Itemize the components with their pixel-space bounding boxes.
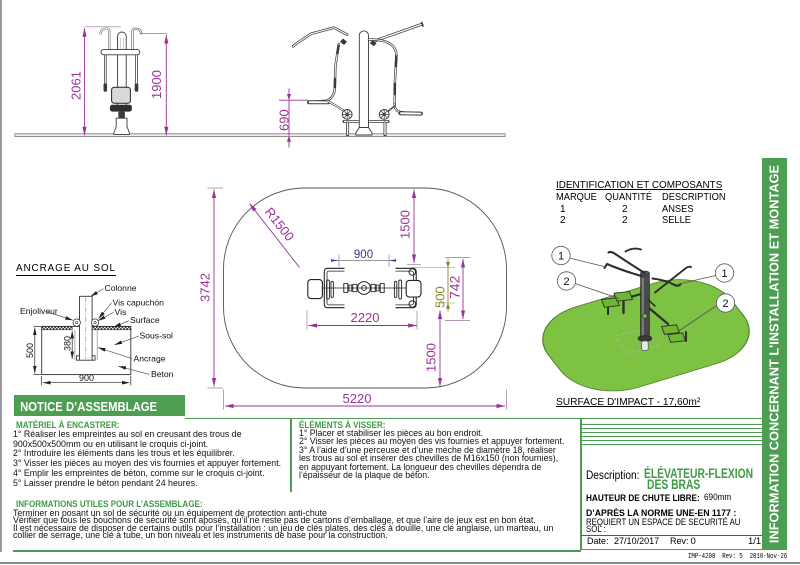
svg-text:500: 500 [25,343,35,358]
svg-text:1500: 1500 [398,210,413,239]
svg-text:1: 1 [558,251,564,263]
svg-text:2: 2 [563,276,569,288]
svg-text:Vis capuchón: Vis capuchón [113,297,165,307]
svg-text:380: 380 [63,336,73,351]
svg-text:3742: 3742 [198,273,213,302]
svg-text:Colonne: Colonne [105,283,137,293]
svg-text:1500: 1500 [424,343,439,372]
svg-text:690: 690 [277,109,292,131]
svg-text:500: 500 [433,286,448,308]
svg-text:Surface: Surface [130,315,160,325]
svg-text:2061: 2061 [69,71,84,100]
svg-text:2220: 2220 [351,310,380,325]
svg-text:Sous-sol: Sous-sol [140,331,174,341]
svg-text:1900: 1900 [149,70,164,99]
svg-text:Beton: Beton [151,369,174,379]
svg-text:R1500: R1500 [262,205,297,244]
svg-text:2: 2 [722,298,728,310]
svg-text:1: 1 [721,268,727,280]
svg-text:900: 900 [354,249,373,261]
svg-text:Ancrage: Ancrage [134,353,166,363]
svg-text:742: 742 [447,275,463,299]
svg-text:Vis: Vis [115,307,127,317]
svg-text:Enjoliveur: Enjoliveur [20,306,58,316]
svg-text:900: 900 [79,373,94,383]
svg-text:5220: 5220 [343,391,372,406]
